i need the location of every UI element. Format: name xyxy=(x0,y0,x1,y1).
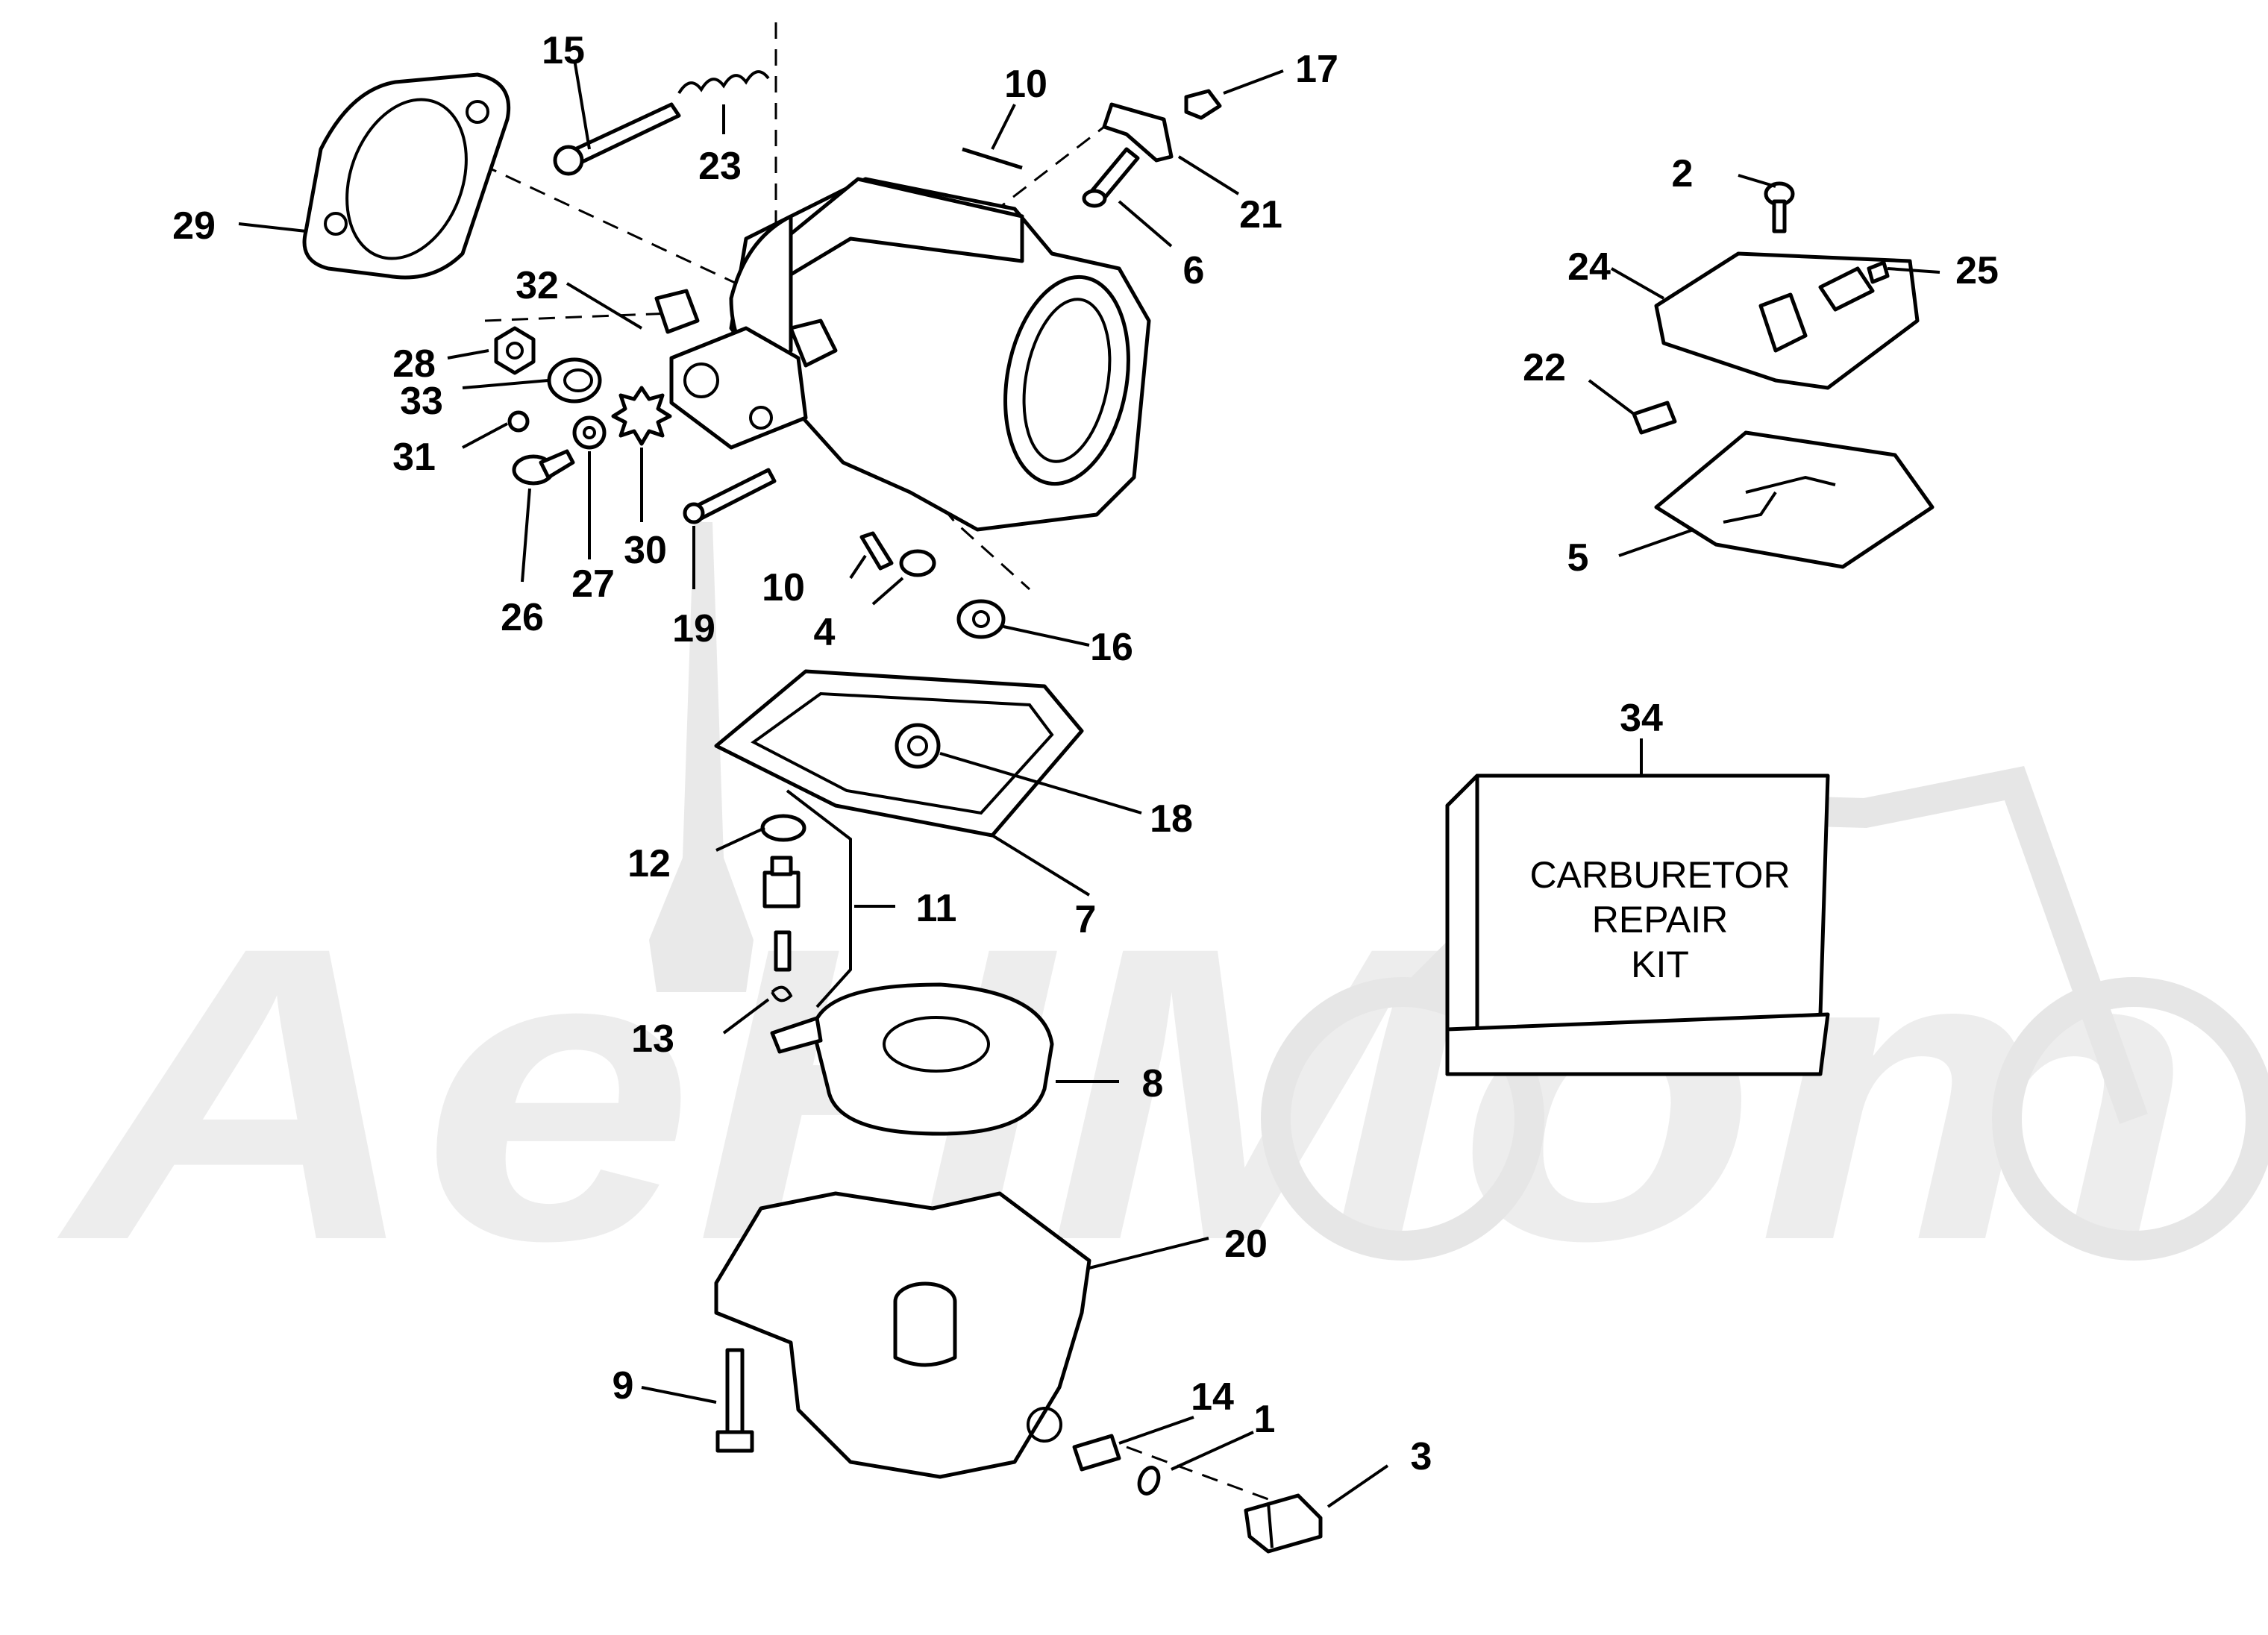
callout-27: 27 xyxy=(571,562,615,606)
callout-5: 5 xyxy=(1567,536,1589,580)
part-20-float-bowl xyxy=(714,1191,1091,1479)
part-26-screw xyxy=(512,449,575,486)
callout-14: 14 xyxy=(1191,1375,1234,1419)
callout-2: 2 xyxy=(1672,152,1694,195)
part-1-o-ring xyxy=(1137,1466,1161,1496)
kit-label-line1: CARBURETOR xyxy=(1529,854,1790,896)
part-10-pin-lower xyxy=(859,531,894,571)
part-8-float xyxy=(770,982,1054,1136)
callout-31: 31 xyxy=(392,436,436,479)
callout-29: 29 xyxy=(172,204,216,248)
part-needle-seat xyxy=(762,856,801,908)
watermark-wheel-icon-2 xyxy=(1992,977,2268,1261)
watermark: AeHMom xyxy=(51,522,2268,1327)
callout-15: 15 xyxy=(542,29,585,72)
part-28-nut xyxy=(494,326,536,375)
part-21-bracket xyxy=(1102,102,1174,163)
carburetor-body xyxy=(654,177,1151,532)
callout-13: 13 xyxy=(631,1017,674,1061)
part-9-screw xyxy=(715,1348,754,1453)
watermark-wheel-icon xyxy=(1261,977,1544,1261)
part-30-star-washer xyxy=(611,386,672,446)
part-3-drain-plug xyxy=(1244,1493,1323,1554)
part-19-screw xyxy=(683,468,777,524)
callout-labels: 15 23 10 17 21 6 29 32 28 33 31 26 27 30… xyxy=(172,29,1999,1478)
callout-23: 23 xyxy=(698,145,742,188)
part-4-plug xyxy=(899,549,936,577)
part-14-jet xyxy=(1072,1434,1121,1472)
callout-1: 1 xyxy=(1254,1398,1276,1441)
part-11-float-pin xyxy=(786,789,852,1008)
part-17-screw xyxy=(1184,89,1222,120)
callout-6: 6 xyxy=(1183,249,1205,292)
part-5-pump-gasket xyxy=(1654,430,1935,569)
part-29-flange-gasket xyxy=(302,72,511,280)
kit-label-line3: KIT xyxy=(1631,944,1689,985)
part-needle xyxy=(774,930,792,972)
callout-12: 12 xyxy=(627,842,671,885)
callout-30: 30 xyxy=(624,529,667,572)
callout-4: 4 xyxy=(814,611,836,654)
kit-label-line2: REPAIR xyxy=(1592,899,1728,941)
part-6-pin xyxy=(1082,147,1140,208)
callout-28: 28 xyxy=(392,342,436,386)
callout-8: 8 xyxy=(1142,1062,1164,1105)
callout-33: 33 xyxy=(400,380,443,423)
callout-7: 7 xyxy=(1075,898,1097,941)
callout-10-lower: 10 xyxy=(762,566,805,609)
callout-34: 34 xyxy=(1620,697,1663,740)
part-23-spring xyxy=(677,70,770,95)
part-31-washer xyxy=(507,410,530,433)
part-13-clip xyxy=(771,985,793,1002)
part-10-pin-top xyxy=(962,147,1023,170)
watermark-text: AeHMom xyxy=(51,860,2193,1327)
part-22-screw xyxy=(1632,401,1677,435)
callout-26: 26 xyxy=(501,596,544,639)
part-33-bushing xyxy=(547,357,602,404)
callout-11: 11 xyxy=(916,887,957,930)
leader-lines xyxy=(238,59,1940,1508)
callout-24: 24 xyxy=(1567,245,1611,289)
part-18-diaphragm xyxy=(895,723,941,769)
callout-10-top: 10 xyxy=(1004,63,1047,106)
callout-20: 20 xyxy=(1224,1223,1268,1266)
callout-3: 3 xyxy=(1411,1435,1432,1478)
part-15-idle-mixture-screw xyxy=(553,102,681,176)
callout-9: 9 xyxy=(613,1364,634,1408)
callout-18: 18 xyxy=(1150,797,1193,841)
part-34-repair-kit-box: CARBURETOR REPAIR KIT xyxy=(1445,773,1830,1076)
part-16-nut xyxy=(956,599,1006,639)
callout-22: 22 xyxy=(1523,346,1566,389)
callout-16: 16 xyxy=(1090,626,1133,669)
callout-21: 21 xyxy=(1239,193,1282,236)
callout-17: 17 xyxy=(1295,48,1338,91)
part-2-screw xyxy=(1764,181,1795,233)
part-12-washer xyxy=(760,814,806,842)
part-25-fitting xyxy=(1818,260,1890,312)
callout-32: 32 xyxy=(516,264,559,307)
part-27-washer xyxy=(572,415,607,450)
callout-25: 25 xyxy=(1955,249,1999,292)
callout-19: 19 xyxy=(672,607,715,650)
watermark-tower xyxy=(649,522,754,992)
